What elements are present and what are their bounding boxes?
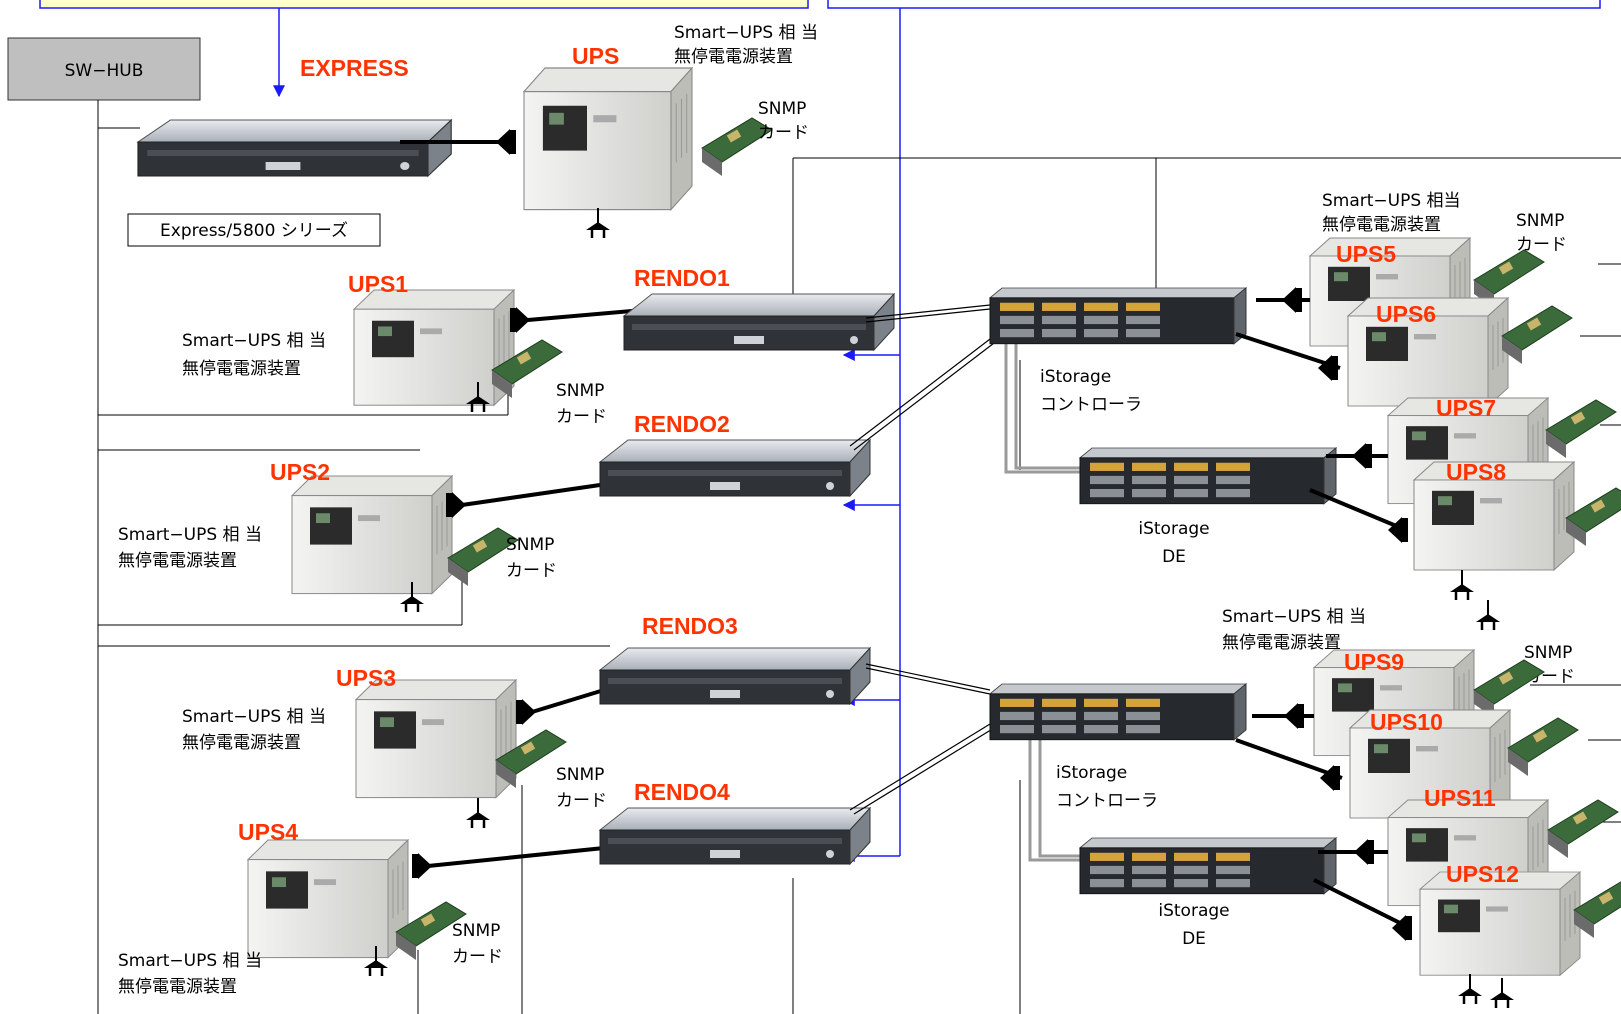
ups2-snmp: SNMP <box>506 535 554 555</box>
istorage-de-2 <box>1080 838 1336 894</box>
ups1-snmp: SNMP <box>556 381 604 401</box>
ups4-equiv: Smart−UPS 相 当 <box>118 951 262 971</box>
istorage-controller-1-sub: コントローラ <box>1040 395 1142 415</box>
ups3-plug <box>516 699 536 725</box>
rendo4-label: RENDO4 <box>634 779 730 805</box>
fc-cables <box>850 305 998 814</box>
ups9-plug <box>1284 703 1304 729</box>
ups8-plug <box>1388 517 1408 543</box>
ups-main-power <box>586 208 610 238</box>
ups1-equiv: Smart−UPS 相 当 <box>182 331 326 351</box>
ups3-label: UPS3 <box>336 665 396 691</box>
ups4-plug <box>412 853 432 879</box>
ups3-snmp: SNMP <box>556 765 604 785</box>
ups5-equiv: Smart−UPS 相当 <box>1322 191 1461 211</box>
express-server <box>138 120 451 176</box>
ups4-snmp: SNMP <box>452 921 500 941</box>
istorage-de-2-sub: DE <box>1182 929 1206 949</box>
express-series-label: Express/5800 シリーズ <box>160 221 348 241</box>
ups4-card-label: カード <box>452 947 503 967</box>
ups9-snmp: SNMP <box>1524 643 1572 663</box>
rendo2-server <box>600 440 870 496</box>
ups1-plug <box>510 307 530 333</box>
ups9-device: 無停電電源装置 <box>1222 633 1341 653</box>
ups5-plug <box>1282 287 1302 313</box>
ups1-device: 無停電電源装置 <box>182 359 301 379</box>
express-label: EXPRESS <box>300 55 409 81</box>
ups3-device: 無停電電源装置 <box>182 733 301 753</box>
ups2-plug <box>446 492 466 518</box>
top-note-box-right <box>828 0 1600 8</box>
ups12-power-2 <box>1490 978 1514 1008</box>
ups11-card <box>1548 800 1618 858</box>
ups6-plug <box>1318 355 1338 381</box>
rendo3-label: RENDO3 <box>642 613 738 639</box>
ups2-equiv: Smart−UPS 相 当 <box>118 525 262 545</box>
istorage-controller-1 <box>990 288 1246 344</box>
ups6-card <box>1502 306 1572 364</box>
istorage-de-1-sub: DE <box>1162 547 1186 567</box>
ups-main-unit <box>524 68 692 210</box>
ups1-unit <box>354 290 514 405</box>
rendo1-server <box>624 294 894 350</box>
ups5-snmp: SNMP <box>1516 211 1564 231</box>
istorage-de-2-label: iStorage <box>1158 901 1229 921</box>
ups2-unit <box>292 476 452 594</box>
rendo4-server <box>600 808 870 864</box>
rendo3-server <box>600 648 870 704</box>
ups4-label: UPS4 <box>238 819 298 845</box>
rendo2-label: RENDO2 <box>634 411 730 437</box>
ups10-plug <box>1320 765 1340 791</box>
ups-main-plug <box>496 129 516 155</box>
ups-main-equiv: Smart−UPS 相 当 <box>674 23 818 43</box>
ups9-card <box>1474 660 1544 718</box>
istorage-controller-1-label: iStorage <box>1040 367 1111 387</box>
rendo1-label: RENDO1 <box>634 265 730 291</box>
ups7-label: UPS7 <box>1436 395 1496 421</box>
ups12-label: UPS12 <box>1446 861 1519 887</box>
ups4-unit <box>248 840 408 958</box>
ups-main-label: UPS <box>572 43 619 69</box>
ups5-device: 無停電電源装置 <box>1322 215 1441 235</box>
ups12-power <box>1458 974 1482 1004</box>
ups8-label: UPS8 <box>1446 459 1506 485</box>
ups2-label: UPS2 <box>270 459 330 485</box>
ups12-unit <box>1420 872 1580 975</box>
ups8-power-2 <box>1476 600 1500 630</box>
istorage-controller-2-label: iStorage <box>1056 763 1127 783</box>
ups7-plug <box>1352 443 1372 469</box>
ups10-card <box>1508 718 1578 776</box>
ups7-card <box>1546 400 1616 458</box>
ups12-card <box>1574 880 1621 938</box>
istorage-de-1-label: iStorage <box>1138 519 1209 539</box>
ups3-unit <box>356 680 516 798</box>
ups11-plug <box>1354 839 1374 865</box>
ups-main-card-label: カード <box>758 123 809 143</box>
ups-main-snmp: SNMP <box>758 99 806 119</box>
ups3-equiv: Smart−UPS 相 当 <box>182 707 326 727</box>
ups3-card-label: カード <box>556 791 607 811</box>
istorage-controller-2-sub: コントローラ <box>1056 791 1158 811</box>
ups9-label: UPS9 <box>1344 649 1404 675</box>
top-note-box <box>40 0 808 8</box>
ups2-card-label: カード <box>506 561 557 581</box>
ups5-label: UPS5 <box>1336 241 1396 267</box>
ups1-label: UPS1 <box>348 271 408 297</box>
ups11-label: UPS11 <box>1424 785 1496 811</box>
ups10-label: UPS10 <box>1370 709 1443 735</box>
ups1-card-label: カード <box>556 407 607 427</box>
ups4-device: 無停電電源装置 <box>118 977 237 997</box>
ups8-power <box>1450 570 1474 600</box>
ups3-power <box>466 798 490 828</box>
ups2-device: 無停電電源装置 <box>118 551 237 571</box>
ups-main-device: 無停電電源装置 <box>674 47 793 67</box>
sw-hub-label: SW−HUB <box>65 61 144 81</box>
istorage-de-1 <box>1080 448 1336 504</box>
ups6-label: UPS6 <box>1376 301 1436 327</box>
istorage-controller-2 <box>990 684 1246 740</box>
ups9-equiv: Smart−UPS 相 当 <box>1222 607 1366 627</box>
